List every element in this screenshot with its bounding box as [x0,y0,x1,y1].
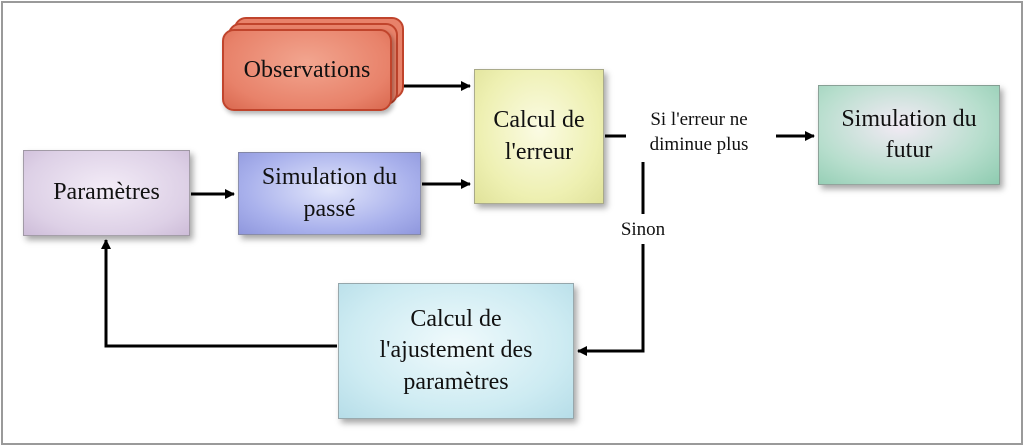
edge-label-si-erreur: Si l'erreur ne diminue plus [626,108,772,158]
node-calcul-ajustement-label: Calcul de l'ajustement des paramètres [379,306,533,395]
edge-label-sinon: Sinon [606,218,680,243]
node-observations: Observations [222,29,392,111]
node-simulation-passe-label: Simulation du passé [261,164,398,222]
node-simulation-passe: Simulation du passé [238,152,421,235]
arrow-ajustement-to-parametres [101,239,337,348]
node-parametres-label: Paramètres [53,179,160,206]
node-simulation-futur: Simulation du futur [818,85,1000,185]
arrow-sinon-to-ajustement-lower [577,244,645,356]
node-parametres: Paramètres [23,150,190,236]
node-calcul-ajustement: Calcul de l'ajustement des paramètres [338,283,574,419]
node-observations-label: Observations [243,56,371,83]
node-calcul-erreur: Calcul de l'erreur [474,69,604,204]
node-simulation-futur-label: Simulation du futur [841,105,977,163]
node-calcul-erreur-label: Calcul de l'erreur [493,107,585,165]
